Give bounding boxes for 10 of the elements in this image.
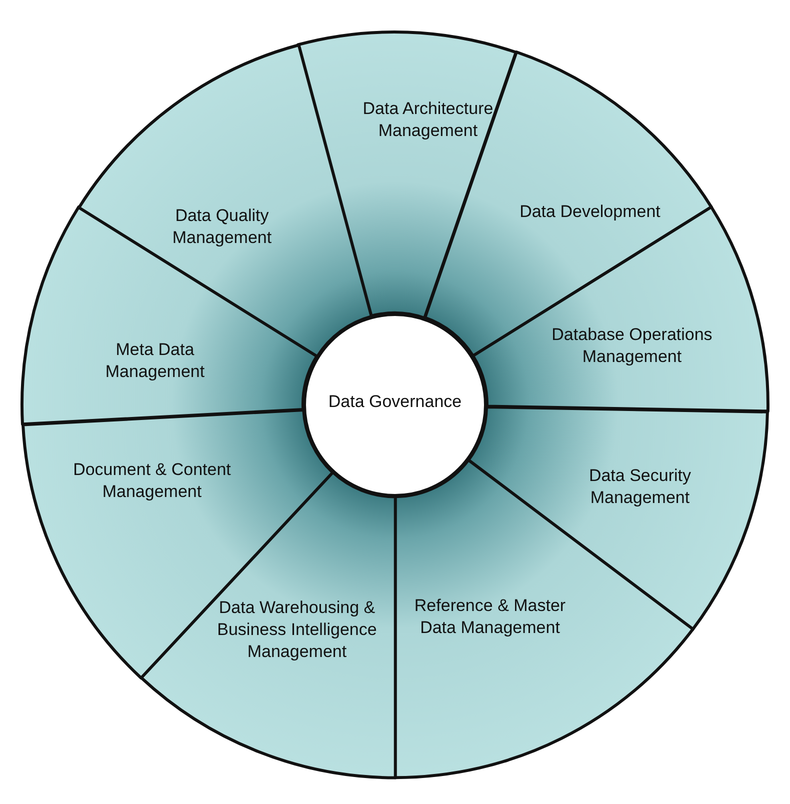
segment-label: Data Development	[518, 200, 662, 223]
segment-label: Data Architecture Management	[362, 98, 494, 142]
segment-label: Meta Data Management	[104, 338, 206, 383]
hub-label: Data Governance	[327, 391, 463, 413]
segment-label: Data Quality Management	[171, 204, 273, 249]
segment-label: Data Security Management	[588, 464, 692, 509]
segment-label: Document & Content Management	[72, 458, 232, 503]
segment-label: Database Operations Management	[550, 324, 714, 368]
segment-label: Data Warehousing & Business Intelligence Management	[216, 596, 378, 663]
segment-label: Reference & Master Data Management	[413, 594, 567, 639]
